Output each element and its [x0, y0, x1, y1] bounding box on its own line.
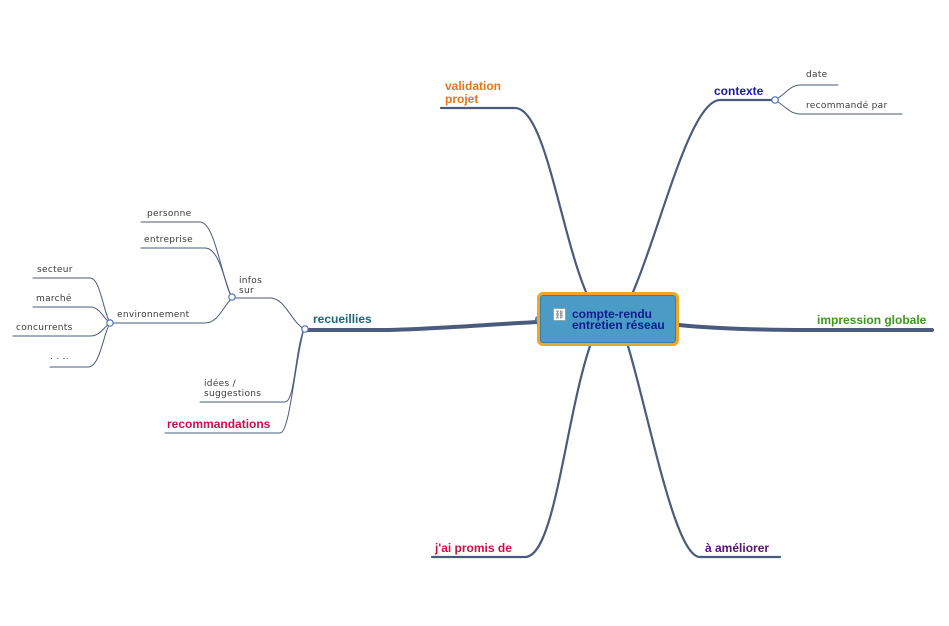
subtopic-personne[interactable]: personne: [147, 209, 192, 219]
subtopic-secteur[interactable]: secteur: [37, 265, 73, 275]
edge-idees: [199, 328, 305, 403]
edge-recommandations: [164, 328, 305, 434]
subtopic-recommande-par[interactable]: recommandé par: [806, 101, 888, 111]
topic-impression-globale[interactable]: impression globale: [817, 313, 927, 327]
topic-recommandations[interactable]: recommandations: [167, 417, 271, 431]
node-environnement: [106, 319, 114, 327]
node-recueillies: [301, 325, 309, 333]
edge-contexte: [631, 98, 775, 294]
topic-contexte[interactable]: contexte: [714, 84, 764, 98]
edge-infos: [231, 297, 305, 330]
subtopic-concurrents[interactable]: concurrents: [16, 323, 73, 333]
node-infos: [228, 293, 236, 301]
node-contexte: [771, 96, 779, 104]
edge-marche: [32, 306, 111, 324]
topic-jai-promis-de[interactable]: j'ai promis de: [435, 541, 512, 555]
topic-validation-projet[interactable]: validation projet: [445, 79, 502, 106]
subtopic-marche[interactable]: marché: [36, 294, 72, 304]
edge-secteur: [32, 277, 111, 324]
edge-environnement: [109, 297, 233, 324]
edge-entreprise: [140, 247, 233, 299]
subtopic-environnement[interactable]: environnement: [117, 310, 190, 320]
central-topic[interactable]: ⛓ compte-rendu entretien réseau: [537, 292, 679, 346]
edge-promis: [430, 344, 592, 559]
edge-recueillies: [303, 320, 539, 332]
subtopic-idees-suggestions[interactable]: idées / suggestions: [204, 379, 262, 399]
link-icon[interactable]: ⛓: [553, 308, 566, 321]
edge-ellipsis: [49, 322, 111, 368]
topic-recueillies[interactable]: recueillies: [313, 312, 372, 326]
central-topic-label: compte-rendu entretien réseau: [572, 307, 665, 332]
edge-validation: [439, 106, 588, 294]
edge-impression: [677, 323, 934, 332]
edge-ameliorer: [626, 344, 782, 559]
subtopic-date[interactable]: date: [806, 70, 828, 80]
edge-date: [774, 84, 839, 101]
topic-a-ameliorer[interactable]: à améliorer: [705, 541, 770, 555]
subtopic-infos-sur[interactable]: infos sur: [239, 276, 263, 296]
subtopic-entreprise[interactable]: entreprise: [144, 235, 193, 245]
subtopic-ellipsis[interactable]: . . ..: [50, 352, 69, 362]
